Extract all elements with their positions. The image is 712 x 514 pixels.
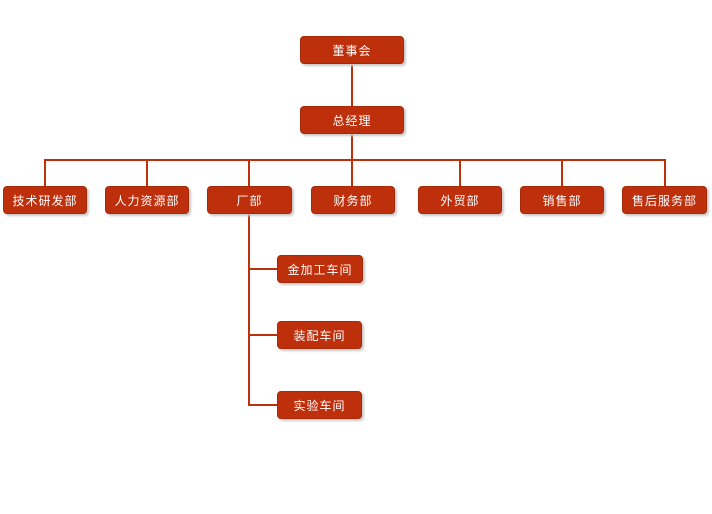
connector-drop-after-sales [664, 159, 666, 186]
node-factory-label: 厂部 [236, 193, 263, 208]
node-board-label: 董事会 [332, 43, 372, 58]
node-sales-label: 销售部 [542, 193, 582, 208]
node-sales: 销售部 [520, 186, 604, 214]
node-metal-workshop-label: 金加工车间 [287, 262, 353, 277]
node-after-sales: 售后服务部 [622, 186, 707, 214]
node-board: 董事会 [300, 36, 404, 64]
node-factory: 厂部 [207, 186, 292, 214]
connector-factory-vertical [248, 214, 250, 406]
node-finance: 财务部 [311, 186, 395, 214]
connector-drop-foreign-trade [459, 159, 461, 186]
node-test-workshop: 实验车间 [277, 391, 362, 419]
node-hr: 人力资源部 [105, 186, 189, 214]
connector-depts-horizontal [44, 159, 666, 161]
node-after-sales-label: 售后服务部 [631, 193, 697, 208]
connector-drop-finance [351, 159, 353, 186]
node-metal-workshop: 金加工车间 [277, 255, 363, 283]
connector-stub-test-workshop [248, 404, 277, 406]
connector-drop-tech-rd [44, 159, 46, 186]
node-foreign-trade-label: 外贸部 [440, 193, 480, 208]
connector-drop-hr [146, 159, 148, 186]
node-finance-label: 财务部 [333, 193, 373, 208]
node-general-manager-label: 总经理 [332, 113, 372, 128]
node-test-workshop-label: 实验车间 [293, 398, 346, 413]
connector-board-to-gm [351, 64, 353, 106]
connector-stub-metal-workshop [248, 268, 277, 270]
node-tech-rd: 技术研发部 [3, 186, 87, 214]
node-foreign-trade: 外贸部 [418, 186, 502, 214]
node-general-manager: 总经理 [300, 106, 404, 134]
connector-drop-sales [561, 159, 563, 186]
connector-stub-assembly-workshop [248, 334, 277, 336]
node-tech-rd-label: 技术研发部 [12, 193, 78, 208]
node-hr-label: 人力资源部 [114, 193, 180, 208]
connector-drop-factory [248, 159, 250, 186]
node-assembly-workshop: 装配车间 [277, 321, 362, 349]
node-assembly-workshop-label: 装配车间 [293, 328, 346, 343]
connector-gm-down [351, 134, 353, 160]
